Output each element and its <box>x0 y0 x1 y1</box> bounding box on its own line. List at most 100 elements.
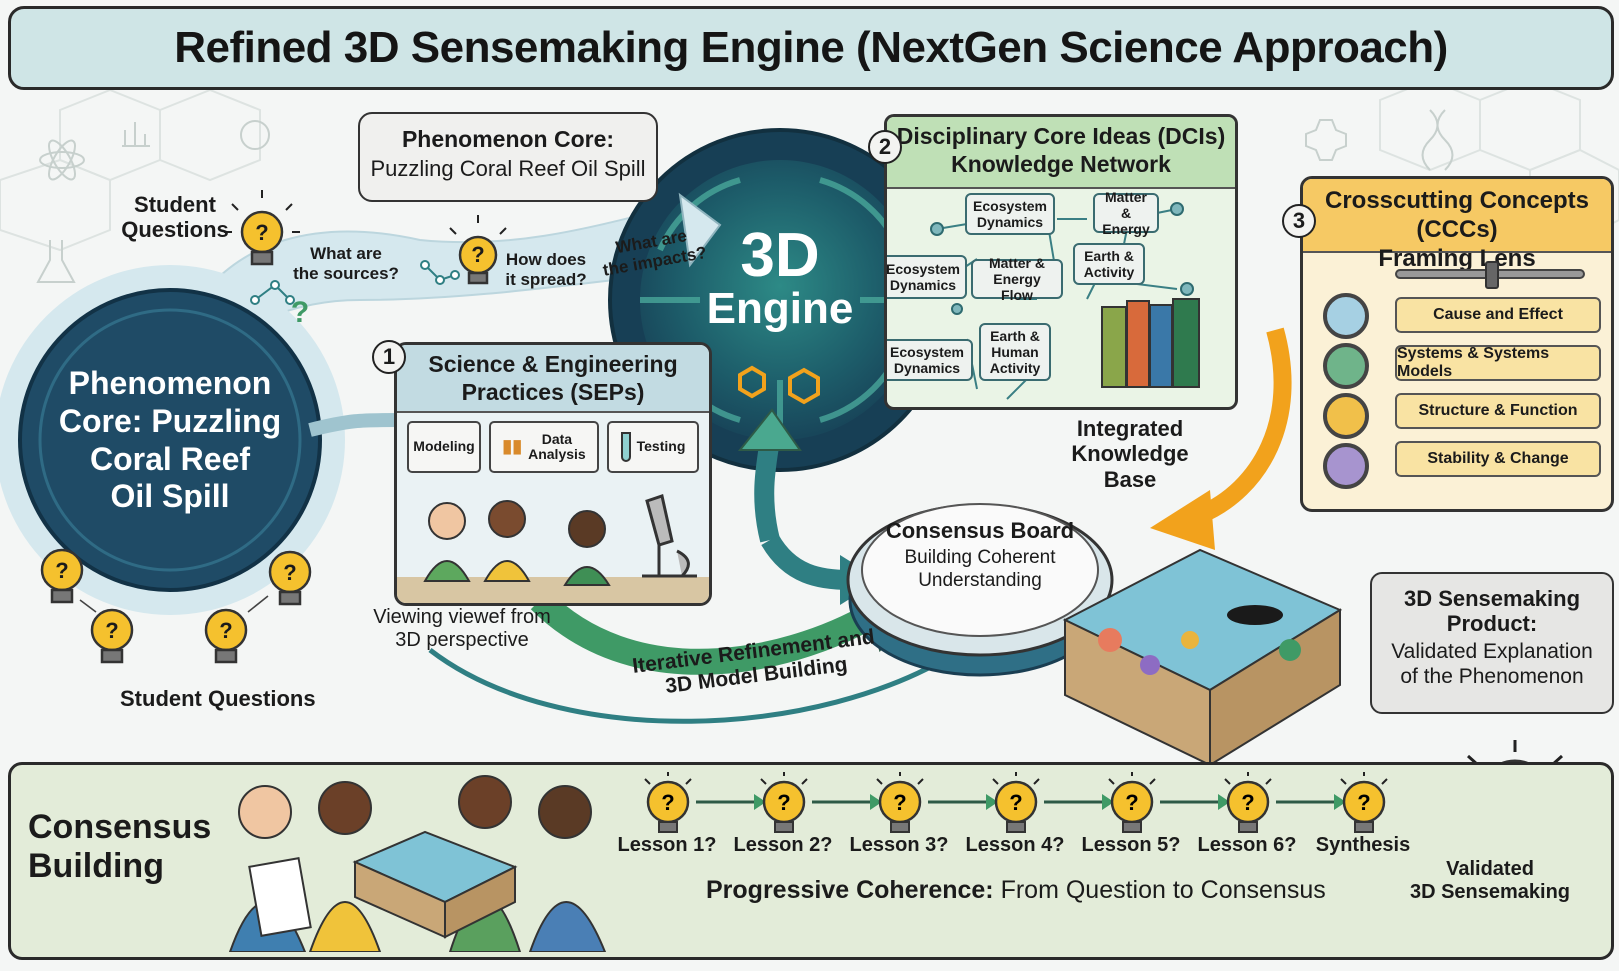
svg-text:?: ? <box>1125 790 1138 815</box>
lesson-arrow-head <box>1218 794 1230 810</box>
dci-node-matter-energy-flow: Matter & Energy Flow <box>971 255 1063 303</box>
students-with-model-illustration <box>228 775 607 952</box>
board-face <box>861 503 1099 637</box>
lesson-bulb-icon: ? <box>876 772 924 833</box>
students-illustration <box>397 494 709 603</box>
iterative-arrow <box>530 590 887 675</box>
dci-node-matter-energy: Matter & Energy <box>1093 189 1159 237</box>
cause-effect-lens-icon <box>1323 293 1369 339</box>
svg-text:?: ? <box>1357 790 1370 815</box>
lesson-arrow-head <box>986 794 998 810</box>
phenomenon-bubble-title: Phenomenon Core: <box>401 126 615 152</box>
dci-number-badge: 2 <box>868 130 902 164</box>
stream-arrow-head <box>678 192 722 268</box>
lesson-bulb-icon: ? <box>992 772 1040 833</box>
ccc-lens-column <box>1323 293 1369 493</box>
lesson-1-label: Lesson 1? <box>617 834 717 856</box>
engine-title-line1: 3D <box>740 221 820 290</box>
sep-panel: Science & Engineering Practices (SEPs) M… <box>394 342 712 606</box>
svg-text:?: ? <box>1009 790 1022 815</box>
sensemaking-product-box: 3D Sensemaking Product: Validated Explan… <box>1370 572 1614 714</box>
ccc-item-systems: Systems & Systems Models <box>1395 345 1601 381</box>
microscope-icon <box>642 494 697 578</box>
dci-node-earth-human: Earth & Human Activity <box>979 323 1051 381</box>
diagram-canvas: ?? ?? ?? ? <box>0 128 1564 770</box>
progressive-coherence-bold: Progressive Coherence: <box>706 876 994 904</box>
dci-network-lines <box>930 202 1200 400</box>
sep-tool-data-analysis: ▮▮ Data Analysis <box>489 421 599 473</box>
lesson-2-label: Lesson 2? <box>733 834 833 856</box>
ccc-panel: Crosscutting Concepts (CCCs) Framing Len… <box>1300 176 1614 512</box>
svg-text:?: ? <box>105 618 118 643</box>
core-circle-inner <box>38 308 302 572</box>
ccc-number-badge: 3 <box>1282 204 1316 238</box>
dci-panel: Disciplinary Core Ideas (DCIs) Knowledge… <box>884 114 1238 410</box>
student-questions-label-top: Student Questions <box>121 192 229 243</box>
svg-text:?: ? <box>55 558 68 583</box>
test-tube-icon <box>620 432 631 462</box>
ccc-slider[interactable] <box>1395 261 1585 289</box>
title-bar: Refined 3D Sensemaking Engine (NextGen S… <box>8 6 1614 90</box>
consensus-board-title: Consensus Board <box>885 518 1075 543</box>
svg-text:?: ? <box>283 560 296 585</box>
lesson-3-label: Lesson 3? <box>849 834 949 856</box>
lesson-bulb-icon: ? <box>1224 772 1272 833</box>
books-icon <box>1101 298 1200 388</box>
ccc-to-board-arrow-head <box>1150 490 1215 550</box>
lesson-arrow-head <box>1334 794 1346 810</box>
lesson-bulb-icon: ? <box>644 772 692 833</box>
synthesis-label: Synthesis <box>1315 834 1411 856</box>
data-analysis-label: Data Analysis <box>528 430 586 462</box>
lesson-4-label: Lesson 4? <box>965 834 1065 856</box>
engine-title-line2: Engine <box>706 284 854 333</box>
background-hex-pattern <box>0 90 1619 283</box>
dci-node-ecosystem-1: Ecosystem Dynamics <box>965 193 1055 235</box>
lesson-labels: Lesson 1? Lesson 2? Lesson 3? Lesson 4? … <box>612 834 1432 864</box>
lesson-bulb-icon: ? <box>760 772 808 833</box>
dci-node-earth-activity: Earth & Activity <box>1073 243 1145 285</box>
engine-title: 3D Engine <box>680 225 880 331</box>
svg-text:?: ? <box>777 790 790 815</box>
dci-title: Disciplinary Core Ideas (DCIs) Knowledge… <box>887 117 1235 189</box>
progressive-coherence-line: Progressive Coherence: From Question to … <box>706 876 1346 905</box>
svg-text:?: ? <box>291 296 309 329</box>
svg-text:?: ? <box>661 790 674 815</box>
ccc-to-board-arrow <box>1196 327 1292 524</box>
systems-lens-icon <box>1323 343 1369 389</box>
molecule-icons <box>738 365 820 405</box>
dci-caption: Integrated Knowledge Base <box>1071 416 1189 492</box>
core-to-sep-connector <box>308 413 399 437</box>
product-title: 3D Sensemaking Product: <box>1403 586 1581 637</box>
progressive-coherence-rest: From Question to Consensus <box>993 876 1326 904</box>
lesson-arrow-head <box>754 794 766 810</box>
lesson-bulb-icon: ? <box>1340 772 1388 833</box>
testing-label: Testing <box>636 438 686 455</box>
lesson-5-label: Lesson 5? <box>1081 834 1181 856</box>
sep-number-badge: 1 <box>372 340 406 374</box>
bar-chart-icon: ▮▮ <box>502 436 523 457</box>
sep-tool-testing: Testing <box>607 421 699 473</box>
engine-feedback-arrow-head <box>737 408 802 451</box>
ccc-slider-handle[interactable] <box>1485 261 1499 289</box>
coral-reef-model <box>1062 548 1343 767</box>
product-subtitle: Validated Explanation of the Phenomenon <box>1391 639 1593 688</box>
validated-label: Validated 3D Sensemaking <box>1409 858 1571 903</box>
svg-text:?: ? <box>219 618 232 643</box>
dci-node-ecosystem-3: Ecosystem Dynamics <box>887 339 973 381</box>
sep-tool-modeling: Modeling <box>407 421 481 473</box>
dci-node-ecosystem-2: Ecosystem Dynamics <box>887 255 967 299</box>
lesson-chain-bulbs: ??????? <box>644 772 1388 833</box>
consensus-board-text: Consensus Board Building Coherent Unders… <box>880 518 1080 593</box>
bulb-connector-arrows <box>79 595 269 613</box>
question-spread: How does it spread? <box>505 250 587 289</box>
svg-text:?: ? <box>471 242 484 267</box>
engine-feedback-arrow <box>754 438 780 543</box>
consensus-board-subtitle: Building Coherent Understanding <box>904 547 1056 592</box>
sep-title: Science & Engineering Practices (SEPs) <box>397 345 709 413</box>
ccc-item-stability: Stability & Change <box>1395 441 1601 477</box>
modeling-label: Modeling <box>413 438 475 455</box>
question-sources: What are the sources? <box>293 244 399 283</box>
phenomenon-bubble-subtitle: Puzzling Coral Reef Oil Spill <box>370 156 646 182</box>
svg-text:?: ? <box>893 790 906 815</box>
lesson-arrow-head <box>870 794 882 810</box>
